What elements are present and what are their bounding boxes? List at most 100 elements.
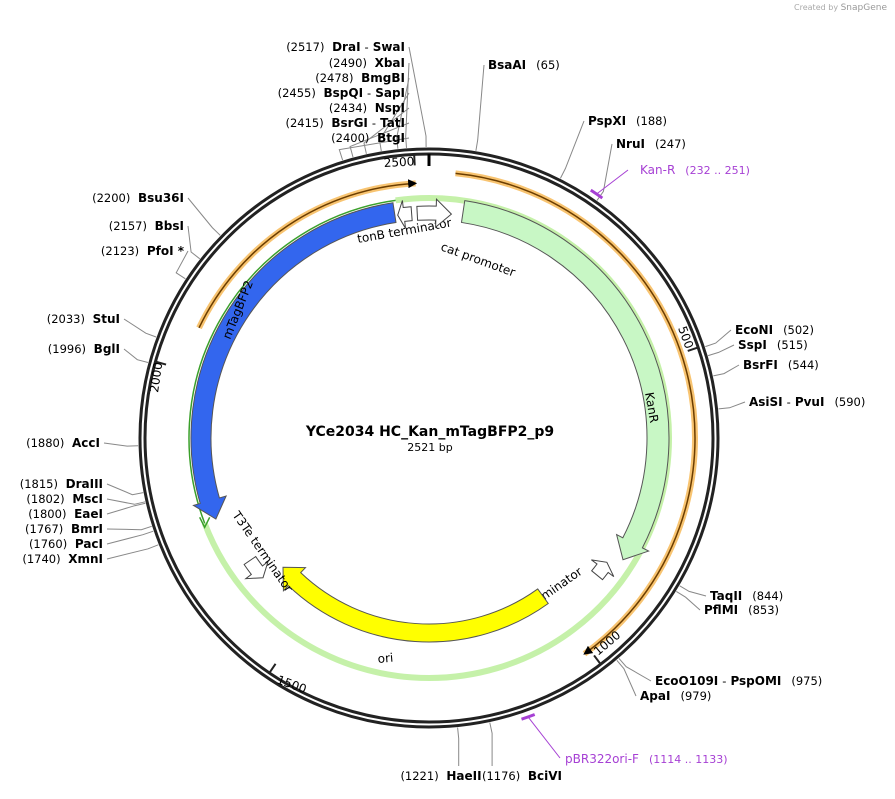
primer-name: Kan-R: [640, 163, 675, 177]
site-position: (65): [536, 58, 560, 72]
site-name-2: SapI: [375, 86, 405, 100]
site-leader-line: [123, 348, 149, 363]
site-label: BsrFI(544): [743, 358, 819, 372]
site-label: ApaI(979): [640, 689, 711, 703]
site-label: (2517) DraI-SwaI: [286, 40, 405, 54]
site-position: (1996): [48, 342, 90, 356]
site-position: (1740): [22, 552, 64, 566]
site-name: PacI: [75, 537, 103, 551]
site-label: (2490) XbaI: [329, 56, 405, 70]
site-paci: (1760) PacI: [29, 530, 154, 551]
feature-ori-shape: [282, 566, 549, 643]
site-name: HaeII: [446, 769, 481, 783]
site-eaei: (1800) EaeI: [28, 502, 146, 521]
site-ecoo109i: EcoO109I-PspOMI(975): [618, 658, 822, 688]
feature-t7te-terminator: [590, 559, 615, 581]
site-separator: -: [367, 86, 371, 100]
restriction-sites: (2517) DraI-SwaI(2490) XbaI(2478) BmgBI(…: [20, 40, 866, 783]
site-label: (1815) DraIII: [20, 477, 103, 491]
map-title-block: YCe2034 HC_Kan_mTagBFP2_p9 2521 bp: [300, 424, 560, 454]
site-name: AsiSI: [749, 395, 783, 409]
site-bsrfi: BsrFI(544): [713, 358, 819, 377]
site-apai: ApaI(979): [616, 659, 711, 703]
feature-kanr-shape: [460, 200, 670, 561]
feature-kanr: [460, 200, 670, 561]
site-position: (1767): [25, 522, 67, 536]
credit-prefix: Created by: [794, 3, 839, 12]
site-label: (1802) MscI: [26, 492, 103, 506]
site-name-2: TatI: [380, 116, 405, 130]
site-separator: -: [365, 40, 369, 54]
plasmid-size: 2521 bp: [407, 441, 453, 454]
feature-ori: [282, 566, 549, 643]
site-leader-line: [475, 64, 485, 151]
site-position: (1802): [26, 492, 68, 506]
site-leader-line: [618, 658, 652, 682]
site-label: SspI (515): [738, 338, 808, 352]
site-position: (2157): [109, 219, 151, 233]
site-leader-line: [396, 77, 410, 149]
site-position: (502): [783, 323, 814, 337]
site-position: (2478): [315, 71, 357, 85]
site-acci: (1880) AccI: [26, 436, 139, 450]
site-label: (2434) NspI: [329, 101, 405, 115]
plasmid-name: YCe2034 HC_Kan_mTagBFP2_p9: [305, 424, 555, 440]
feature-t7te-terminator-shape: [590, 559, 615, 581]
site-xmni: (1740) XmnI: [22, 544, 159, 566]
site-leader-line: [106, 525, 152, 531]
site-name: TaqII: [710, 589, 742, 603]
site-bsaai: BsaAI (65): [475, 58, 560, 151]
site-position: (1221): [400, 769, 442, 783]
site-name: NruI: [616, 137, 645, 151]
site-position: (2455): [278, 86, 320, 100]
site-name: Bsu36I: [138, 191, 184, 205]
primer-pbr322ori-f-leader: [527, 716, 561, 759]
site-bsu36i: (2200) Bsu36I: [92, 191, 221, 236]
site-name: DraI: [332, 40, 360, 54]
site-position: (1760): [29, 537, 71, 551]
site-draiii: (1815) DraIII: [20, 477, 144, 496]
primer-pbr322ori-f: pBR322ori-F(1114 .. 1133): [521, 713, 728, 766]
site-position: (2200): [92, 191, 134, 205]
site-name: BmgBI: [361, 71, 405, 85]
site-name: XbaI: [375, 56, 405, 70]
site-econi: EcoNI(502): [705, 323, 814, 348]
site-btgi: (2400) BtgI: [331, 131, 410, 161]
site-position: (515): [777, 338, 808, 352]
site-bcivi: (1176) BciVI: [482, 722, 562, 783]
primer-kan-r-label: Kan-R(232 .. 251): [640, 163, 750, 177]
site-name: PspXI: [588, 114, 626, 128]
primer-kan-r: Kan-R(232 .. 251): [589, 163, 750, 200]
site-leader-line: [705, 329, 732, 348]
backbone-outer-ring: [138, 147, 720, 729]
site-position: (1176): [482, 769, 524, 783]
site-name: EcoO109I: [655, 674, 718, 688]
site-leader-line: [363, 107, 410, 154]
site-name: PflMI: [704, 603, 738, 617]
site-label: (1176) BciVI: [482, 769, 562, 783]
site-leader-line: [106, 498, 146, 505]
site-name: BspQI: [324, 86, 364, 100]
site-leader-line: [106, 544, 159, 560]
site-label: (1760) PacI: [29, 537, 103, 551]
site-name: BciVI: [528, 769, 562, 783]
site-label: (2455) BspQI-SapI: [278, 86, 405, 100]
site-name: SspI: [738, 338, 767, 352]
site-bmgbi: (2478) BmgBI: [315, 71, 410, 149]
site-label: (2200) Bsu36I: [92, 191, 184, 205]
site-name: BsrGI: [331, 116, 368, 130]
site-label: EcoNI(502): [735, 323, 814, 337]
site-leader-line: [103, 442, 139, 447]
feature-ori-label: ori: [377, 651, 394, 666]
site-position: (544): [788, 358, 819, 372]
site-leader-line: [187, 197, 221, 236]
site-sspi: SspI (515): [707, 338, 808, 357]
site-name-2: PspOMI: [730, 674, 781, 688]
site-label: PflMI(853): [704, 603, 779, 617]
site-name: BsaAI: [488, 58, 526, 72]
site-position: (247): [655, 137, 686, 151]
primer-pbr322ori-f-label: pBR322ori-F(1114 .. 1133): [565, 752, 728, 766]
site-bsrgi: (2415) BsrGI-TatI: [285, 116, 410, 158]
site-position: (1880): [26, 436, 68, 450]
primer-kan-r-leader: [596, 169, 629, 195]
